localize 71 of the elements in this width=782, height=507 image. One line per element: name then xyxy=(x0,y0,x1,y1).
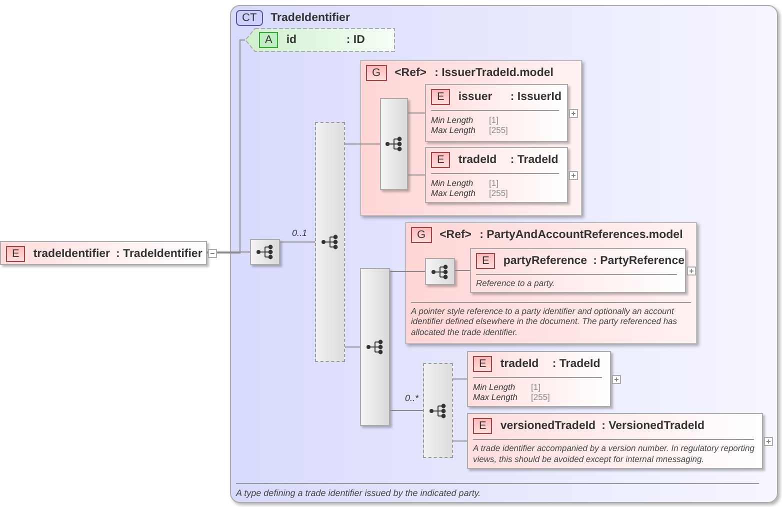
element-box xyxy=(467,413,763,469)
type-name: : ID xyxy=(346,34,365,46)
type-badge: E xyxy=(473,418,492,434)
type-badge: E xyxy=(431,152,450,168)
type-name: : IssuerTradeId.model xyxy=(434,67,554,79)
type-name: : TradeId xyxy=(552,358,600,370)
connector-line xyxy=(452,378,468,380)
element-box xyxy=(467,351,611,407)
element-name: tradeIdentifier xyxy=(33,248,110,260)
type-name: TradeIdentifier xyxy=(270,12,350,24)
element-name: id xyxy=(286,34,298,46)
group-box xyxy=(405,222,697,344)
sequence-box xyxy=(425,258,455,285)
type-name: : PartyAndAccountReferences.model xyxy=(480,229,683,241)
sequence-box xyxy=(380,98,408,190)
connector-line xyxy=(454,270,470,271)
element-name: tradeId xyxy=(500,358,540,370)
facet-name: Min Length xyxy=(431,115,474,125)
connector-line xyxy=(344,346,360,348)
sequence-box xyxy=(315,122,345,362)
connector-line xyxy=(206,40,246,254)
facet-name: Min Length xyxy=(431,178,474,188)
description: Reference to a party. xyxy=(476,278,556,288)
element-box xyxy=(425,147,568,203)
type-name: : VersionedTradeId xyxy=(602,420,704,432)
element-name: partyReference xyxy=(503,255,588,267)
complex-type-box xyxy=(230,5,778,503)
sequence-box xyxy=(360,268,390,426)
element-name: versionedTradeId xyxy=(500,420,596,432)
group-box xyxy=(360,60,582,216)
facet-name: Max Length xyxy=(431,125,476,135)
type-badge: E xyxy=(476,253,496,269)
facet-value: [255] xyxy=(489,188,508,198)
type-badge: G xyxy=(411,227,432,243)
connector-line xyxy=(390,410,424,411)
facet-name: Min Length xyxy=(473,382,516,392)
connector-line xyxy=(452,440,468,442)
type-badge: A xyxy=(259,32,278,48)
element-name: tradeId xyxy=(458,154,498,166)
description: A pointer style reference to a party identifier and optionally an account identifier defined elsewhere in the document. The party referenced has allocated the trade identifier. xyxy=(411,306,678,337)
type-name: : IssuerId xyxy=(510,91,562,103)
facet-value: [1] xyxy=(531,382,540,392)
facet-value: [255] xyxy=(531,392,550,402)
connector-line xyxy=(408,112,426,114)
type-badge: CT xyxy=(236,10,263,26)
type-badge: E xyxy=(431,89,450,105)
element-box xyxy=(0,241,207,265)
type-name: : PartyReference xyxy=(593,255,684,267)
sequence-box xyxy=(423,363,453,458)
description: A trade identifier accompanied by a version number. In regulatory reporting views, this should be avoided except for internal mnessaging. xyxy=(473,443,756,464)
facet-name: Max Length xyxy=(473,392,518,402)
element-box xyxy=(425,84,568,142)
sequence-box xyxy=(250,239,280,265)
type-badge: E xyxy=(473,356,492,372)
type-badge: G xyxy=(366,65,387,81)
edge-label: 0..1 xyxy=(292,228,308,238)
type-name: : TradeIdentifier xyxy=(116,248,202,260)
type-name: : TradeId xyxy=(510,154,558,166)
connector-line xyxy=(390,271,426,272)
facet-value: [255] xyxy=(489,125,508,135)
facet-name: Max Length xyxy=(431,188,476,198)
facet-value: [1] xyxy=(489,178,498,188)
facet-value: [1] xyxy=(489,115,498,125)
connector-line xyxy=(408,174,426,176)
element-name: <Ref> xyxy=(394,67,428,79)
element-box xyxy=(470,248,686,293)
element-name: <Ref> xyxy=(440,229,473,241)
description: A type defining a trade identifier issued by the indicated party. xyxy=(236,488,481,498)
type-badge: E xyxy=(6,246,26,262)
edge-label: 0..* xyxy=(405,393,419,403)
element-name: issuer xyxy=(458,91,494,103)
